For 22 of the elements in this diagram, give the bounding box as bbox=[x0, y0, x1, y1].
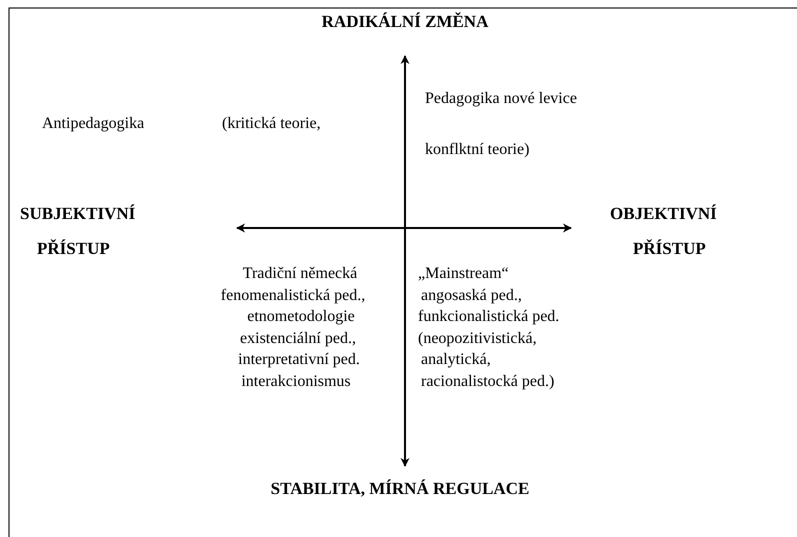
quadrant-text: Pedagogika nové levice bbox=[425, 89, 577, 109]
quadrant-text: angosaská ped., bbox=[421, 286, 522, 306]
axis-title: PŘÍSTUP bbox=[633, 239, 706, 259]
axis-title: RADIKÁLNÍ ZMĚNA bbox=[322, 12, 488, 32]
quadrant-text: (kritická teorie, bbox=[222, 114, 321, 134]
quadrant-text: interpretativní ped. bbox=[238, 350, 360, 370]
quadrant-text: racionalistocká ped.) bbox=[421, 372, 554, 392]
quadrant-text: existenciální ped., bbox=[240, 329, 356, 349]
axis-title: STABILITA, MÍRNÁ REGULACE bbox=[270, 479, 530, 499]
quadrant-text: „Mainstream“ bbox=[418, 264, 509, 284]
quadrant-text: konflktní teorie) bbox=[425, 140, 530, 160]
quadrant-text: Antipedagogika bbox=[42, 114, 144, 134]
quadrant-text: etnometodologie bbox=[247, 307, 355, 327]
axis-title: PŘÍSTUP bbox=[37, 239, 110, 259]
quadrant-text: Tradiční německá bbox=[242, 264, 358, 284]
axis-title: SUBJEKTIVNÍ bbox=[20, 204, 136, 224]
quadrant-text: (neopozitivistická, bbox=[418, 329, 537, 349]
quadrant-text: analytická, bbox=[421, 350, 491, 370]
quadrant-text: interakcionismus bbox=[241, 372, 351, 392]
axis-title: OBJEKTIVNÍ bbox=[610, 204, 717, 224]
quadrant-text: funkcionalistická ped. bbox=[418, 307, 560, 327]
quadrant-text: fenomenalistická ped., bbox=[220, 286, 366, 306]
